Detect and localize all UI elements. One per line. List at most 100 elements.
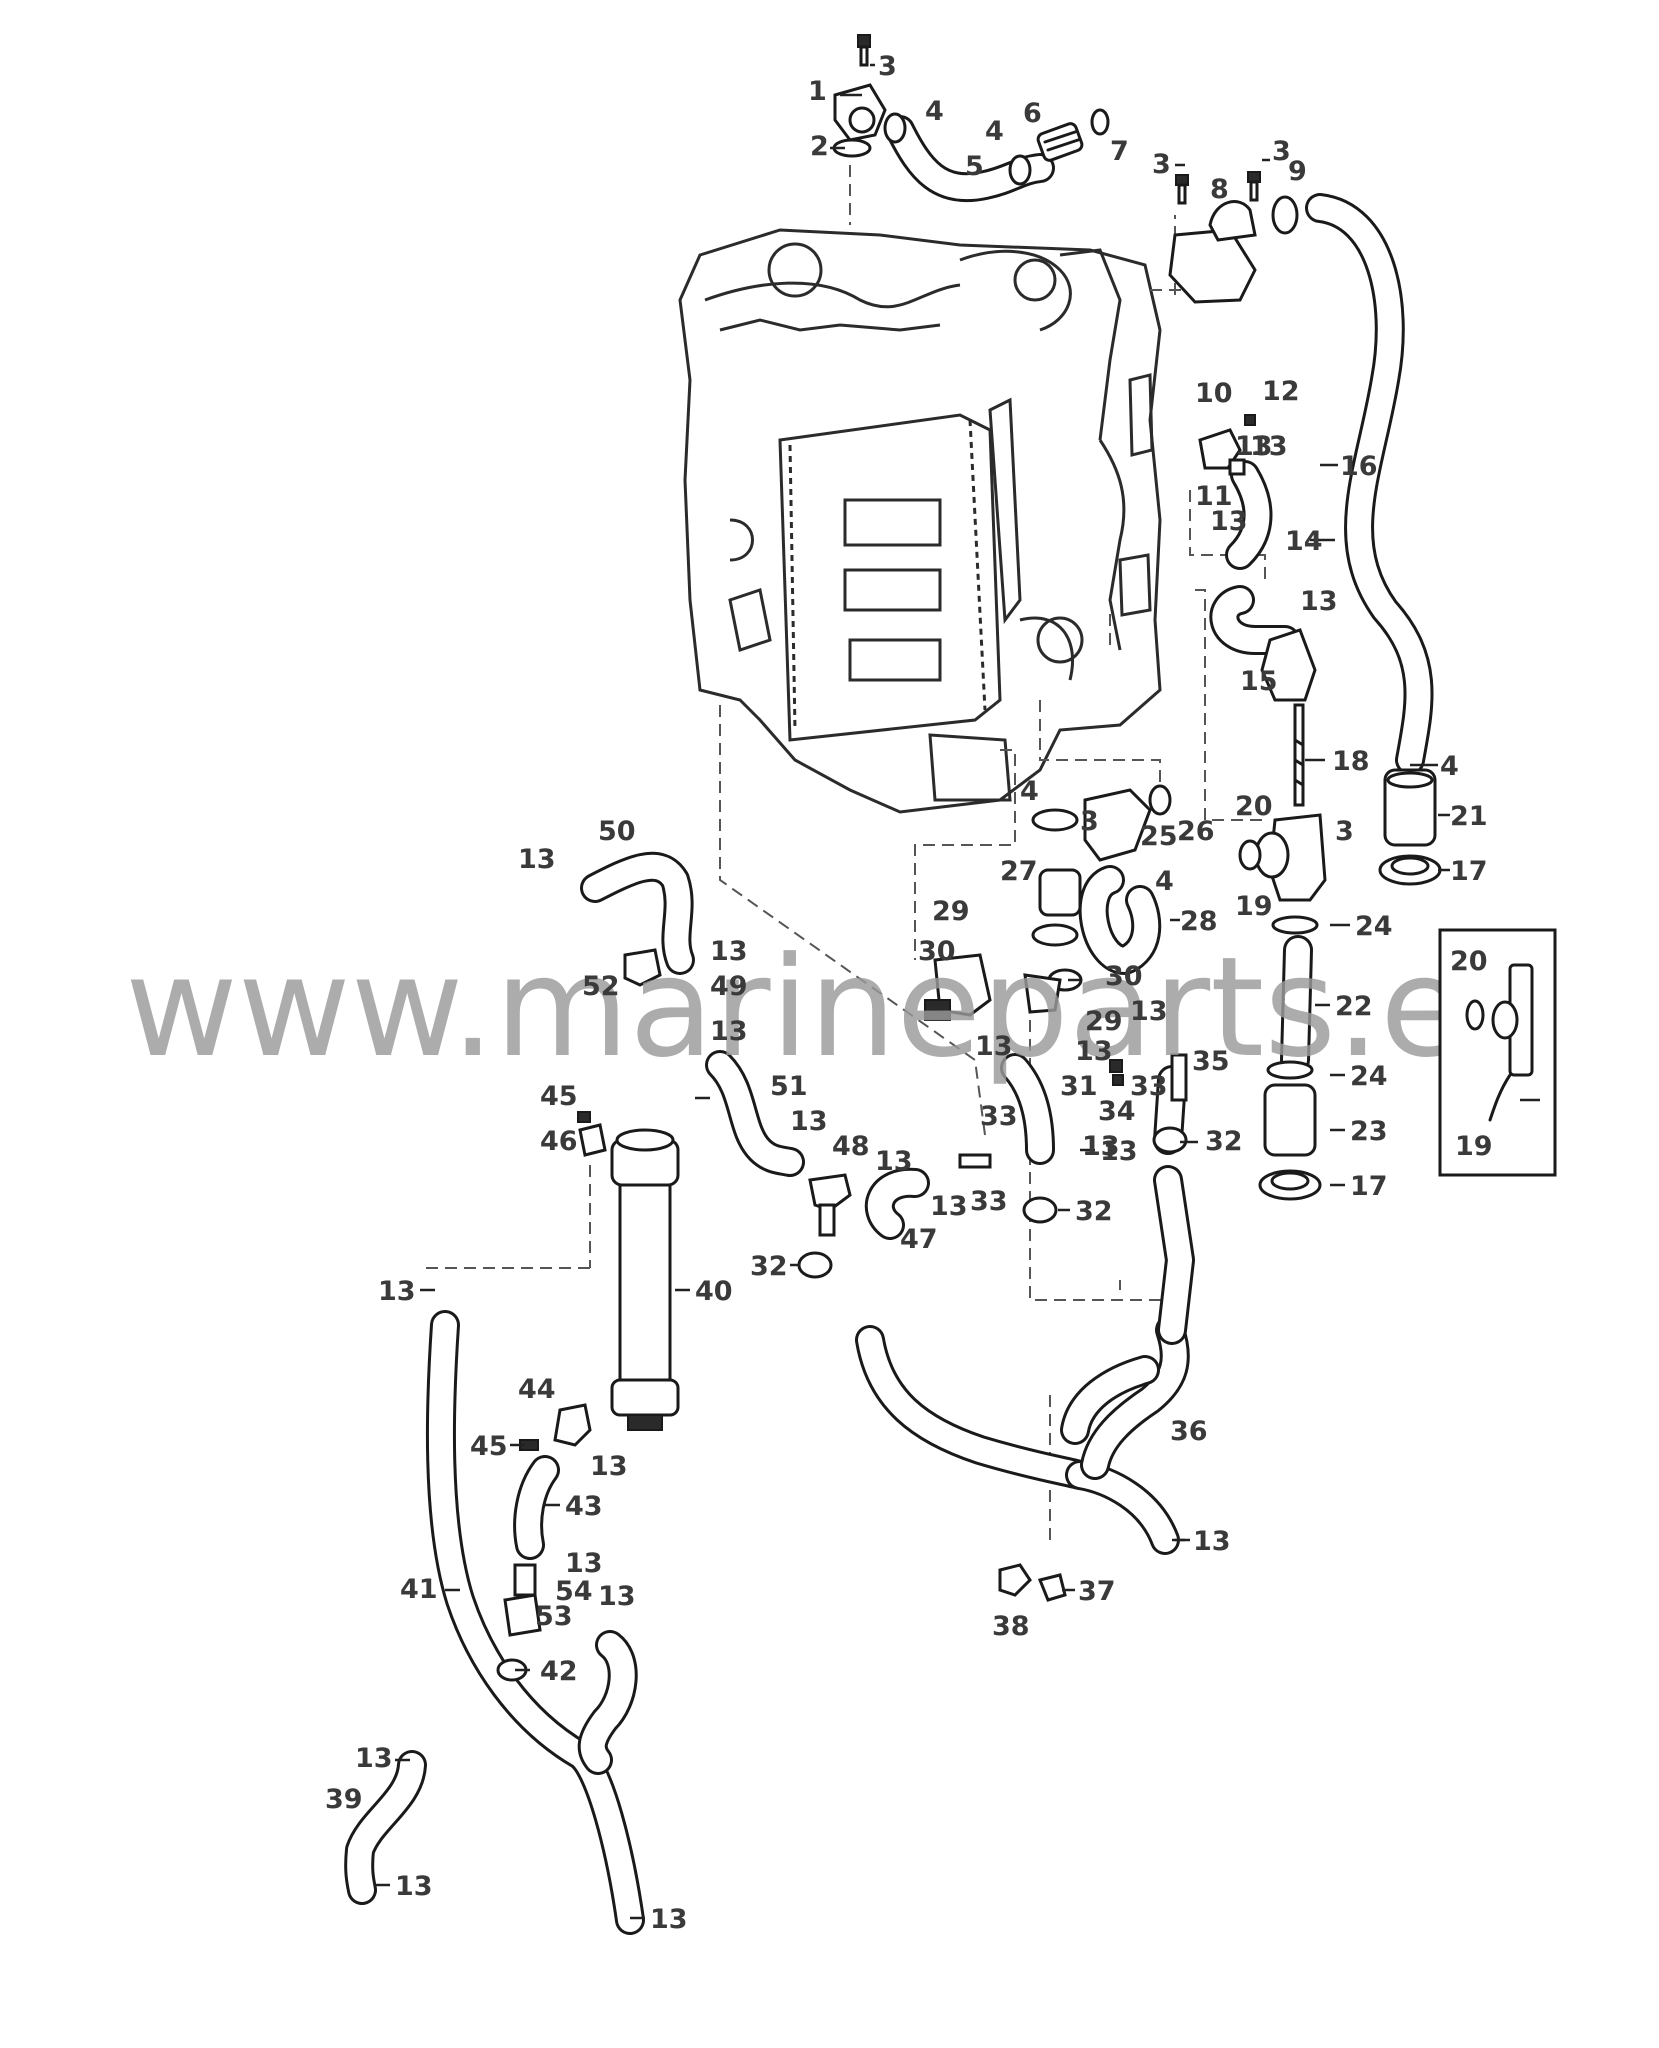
callout-3b: 3 [1152, 149, 1171, 180]
callout-3c: 3 [1272, 136, 1291, 167]
hoses [344, 115, 1434, 1935]
callout-13c: 13 [1300, 586, 1338, 617]
callout-44: 44 [518, 1374, 556, 1405]
callout-4d: 4 [1020, 776, 1039, 807]
callout-45a: 45 [540, 1081, 578, 1112]
callout-17b: 17 [1350, 1171, 1388, 1202]
callout-45b: 45 [470, 1431, 508, 1462]
callout-13o: 13 [590, 1451, 628, 1482]
callout-15: 15 [1240, 666, 1278, 697]
callout-3e: 3 [1080, 806, 1099, 837]
callout-13j: 13 [790, 1106, 828, 1137]
callout-13i: 13 [875, 1146, 913, 1177]
callout-38: 38 [992, 1611, 1030, 1642]
callout-48: 48 [832, 1131, 870, 1162]
callout-32a: 32 [1205, 1126, 1243, 1157]
callout-33b: 33 [980, 1101, 1018, 1132]
callout-5: 5 [965, 151, 984, 182]
callout-18: 18 [1332, 746, 1370, 777]
callout-46: 46 [540, 1126, 578, 1157]
callout-20a: 20 [1235, 791, 1273, 822]
callout-33a: 33 [1130, 1071, 1168, 1102]
callout-3a: 3 [878, 51, 897, 82]
callout-13s: 13 [395, 1871, 433, 1902]
callout-8: 8 [1210, 174, 1229, 205]
callout-51: 51 [770, 1071, 808, 1102]
callout-12: 12 [1262, 376, 1300, 407]
callout-13r: 13 [355, 1743, 393, 1774]
callout-4a: 4 [925, 96, 944, 127]
callout-24a: 24 [1355, 911, 1393, 942]
callout-14: 14 [1285, 526, 1323, 557]
callout-13t: 13 [650, 1904, 688, 1935]
callout-13m: 13 [518, 844, 556, 875]
callout-40: 40 [695, 1276, 733, 1307]
callout-4c: 4 [1440, 751, 1459, 782]
callout-29b: 29 [1085, 1006, 1123, 1037]
callout-23: 23 [1350, 1116, 1388, 1147]
callout-13p: 13 [565, 1548, 603, 1579]
callout-30b: 30 [1105, 961, 1143, 992]
callout-labels: 1 2 3 4 5 4 6 7 3 3 8 9 10 12 13 11 16 1… [325, 51, 1493, 1935]
callout-43: 43 [565, 1491, 603, 1522]
callout-54: 54 [555, 1576, 593, 1607]
callout-35: 35 [1192, 1046, 1230, 1077]
watermark-text: www.marineparts.eu [125, 927, 1552, 1088]
callout-52: 52 [582, 971, 620, 1002]
callout-32b: 32 [1075, 1196, 1113, 1227]
callout-21: 21 [1450, 801, 1488, 832]
callout-37: 37 [1078, 1576, 1116, 1607]
callout-33c: 33 [970, 1186, 1008, 1217]
detail-inset [1438, 928, 1557, 1177]
callout-24b: 24 [1350, 1061, 1388, 1092]
callout-13h: 13 [930, 1191, 968, 1222]
callout-2: 2 [810, 131, 829, 162]
callout-13q: 13 [598, 1581, 636, 1612]
callout-13l: 13 [710, 936, 748, 967]
callout-29a: 29 [932, 896, 970, 927]
callout-47: 47 [900, 1224, 938, 1255]
callout-26: 26 [1177, 816, 1215, 847]
callout-13d: 13 [1130, 996, 1168, 1027]
callout-20b: 20 [1450, 946, 1488, 977]
callout-3d: 3 [1335, 816, 1354, 847]
callout-4b: 4 [985, 116, 1004, 147]
callout-10: 10 [1195, 378, 1233, 409]
callout-13a: 13 [1250, 431, 1288, 462]
callout-13u: 13 [1193, 1526, 1231, 1557]
callout-42: 42 [540, 1656, 578, 1687]
callout-27: 27 [1000, 856, 1038, 887]
callout-13e: 13 [1075, 1036, 1113, 1067]
callout-13b: 13 [1210, 506, 1248, 537]
callout-19b: 19 [1455, 1131, 1493, 1162]
callout-13v: 13 [1082, 1131, 1120, 1162]
callout-50: 50 [598, 816, 636, 847]
callout-22: 22 [1335, 991, 1373, 1022]
callout-32c: 32 [750, 1251, 788, 1282]
callout-53: 53 [535, 1601, 573, 1632]
callout-11: 11 [1195, 481, 1233, 512]
callout-41: 41 [400, 1574, 438, 1605]
callout-39: 39 [325, 1784, 363, 1815]
leader-lines [375, 63, 1540, 1920]
callout-6: 6 [1023, 98, 1042, 129]
callout-13w: 13 [1235, 431, 1273, 462]
callout-34: 34 [1098, 1096, 1136, 1127]
callout-19a: 19 [1235, 891, 1273, 922]
callout-49: 49 [710, 971, 748, 1002]
callout-4e: 4 [1155, 866, 1174, 897]
callout-16: 16 [1340, 451, 1378, 482]
callout-1: 1 [808, 76, 827, 107]
callout-17a: 17 [1450, 856, 1488, 887]
callout-13g: 13 [1100, 1136, 1138, 1167]
parts [496, 34, 1442, 1682]
callout-13k: 13 [710, 1016, 748, 1047]
callout-28: 28 [1180, 906, 1218, 937]
callout-13n: 13 [378, 1276, 416, 1307]
callout-13f: 13 [975, 1031, 1013, 1062]
callout-9: 9 [1288, 156, 1307, 187]
callout-25: 25 [1140, 821, 1178, 852]
callout-36: 36 [1170, 1416, 1208, 1447]
callout-30a: 30 [918, 936, 956, 967]
